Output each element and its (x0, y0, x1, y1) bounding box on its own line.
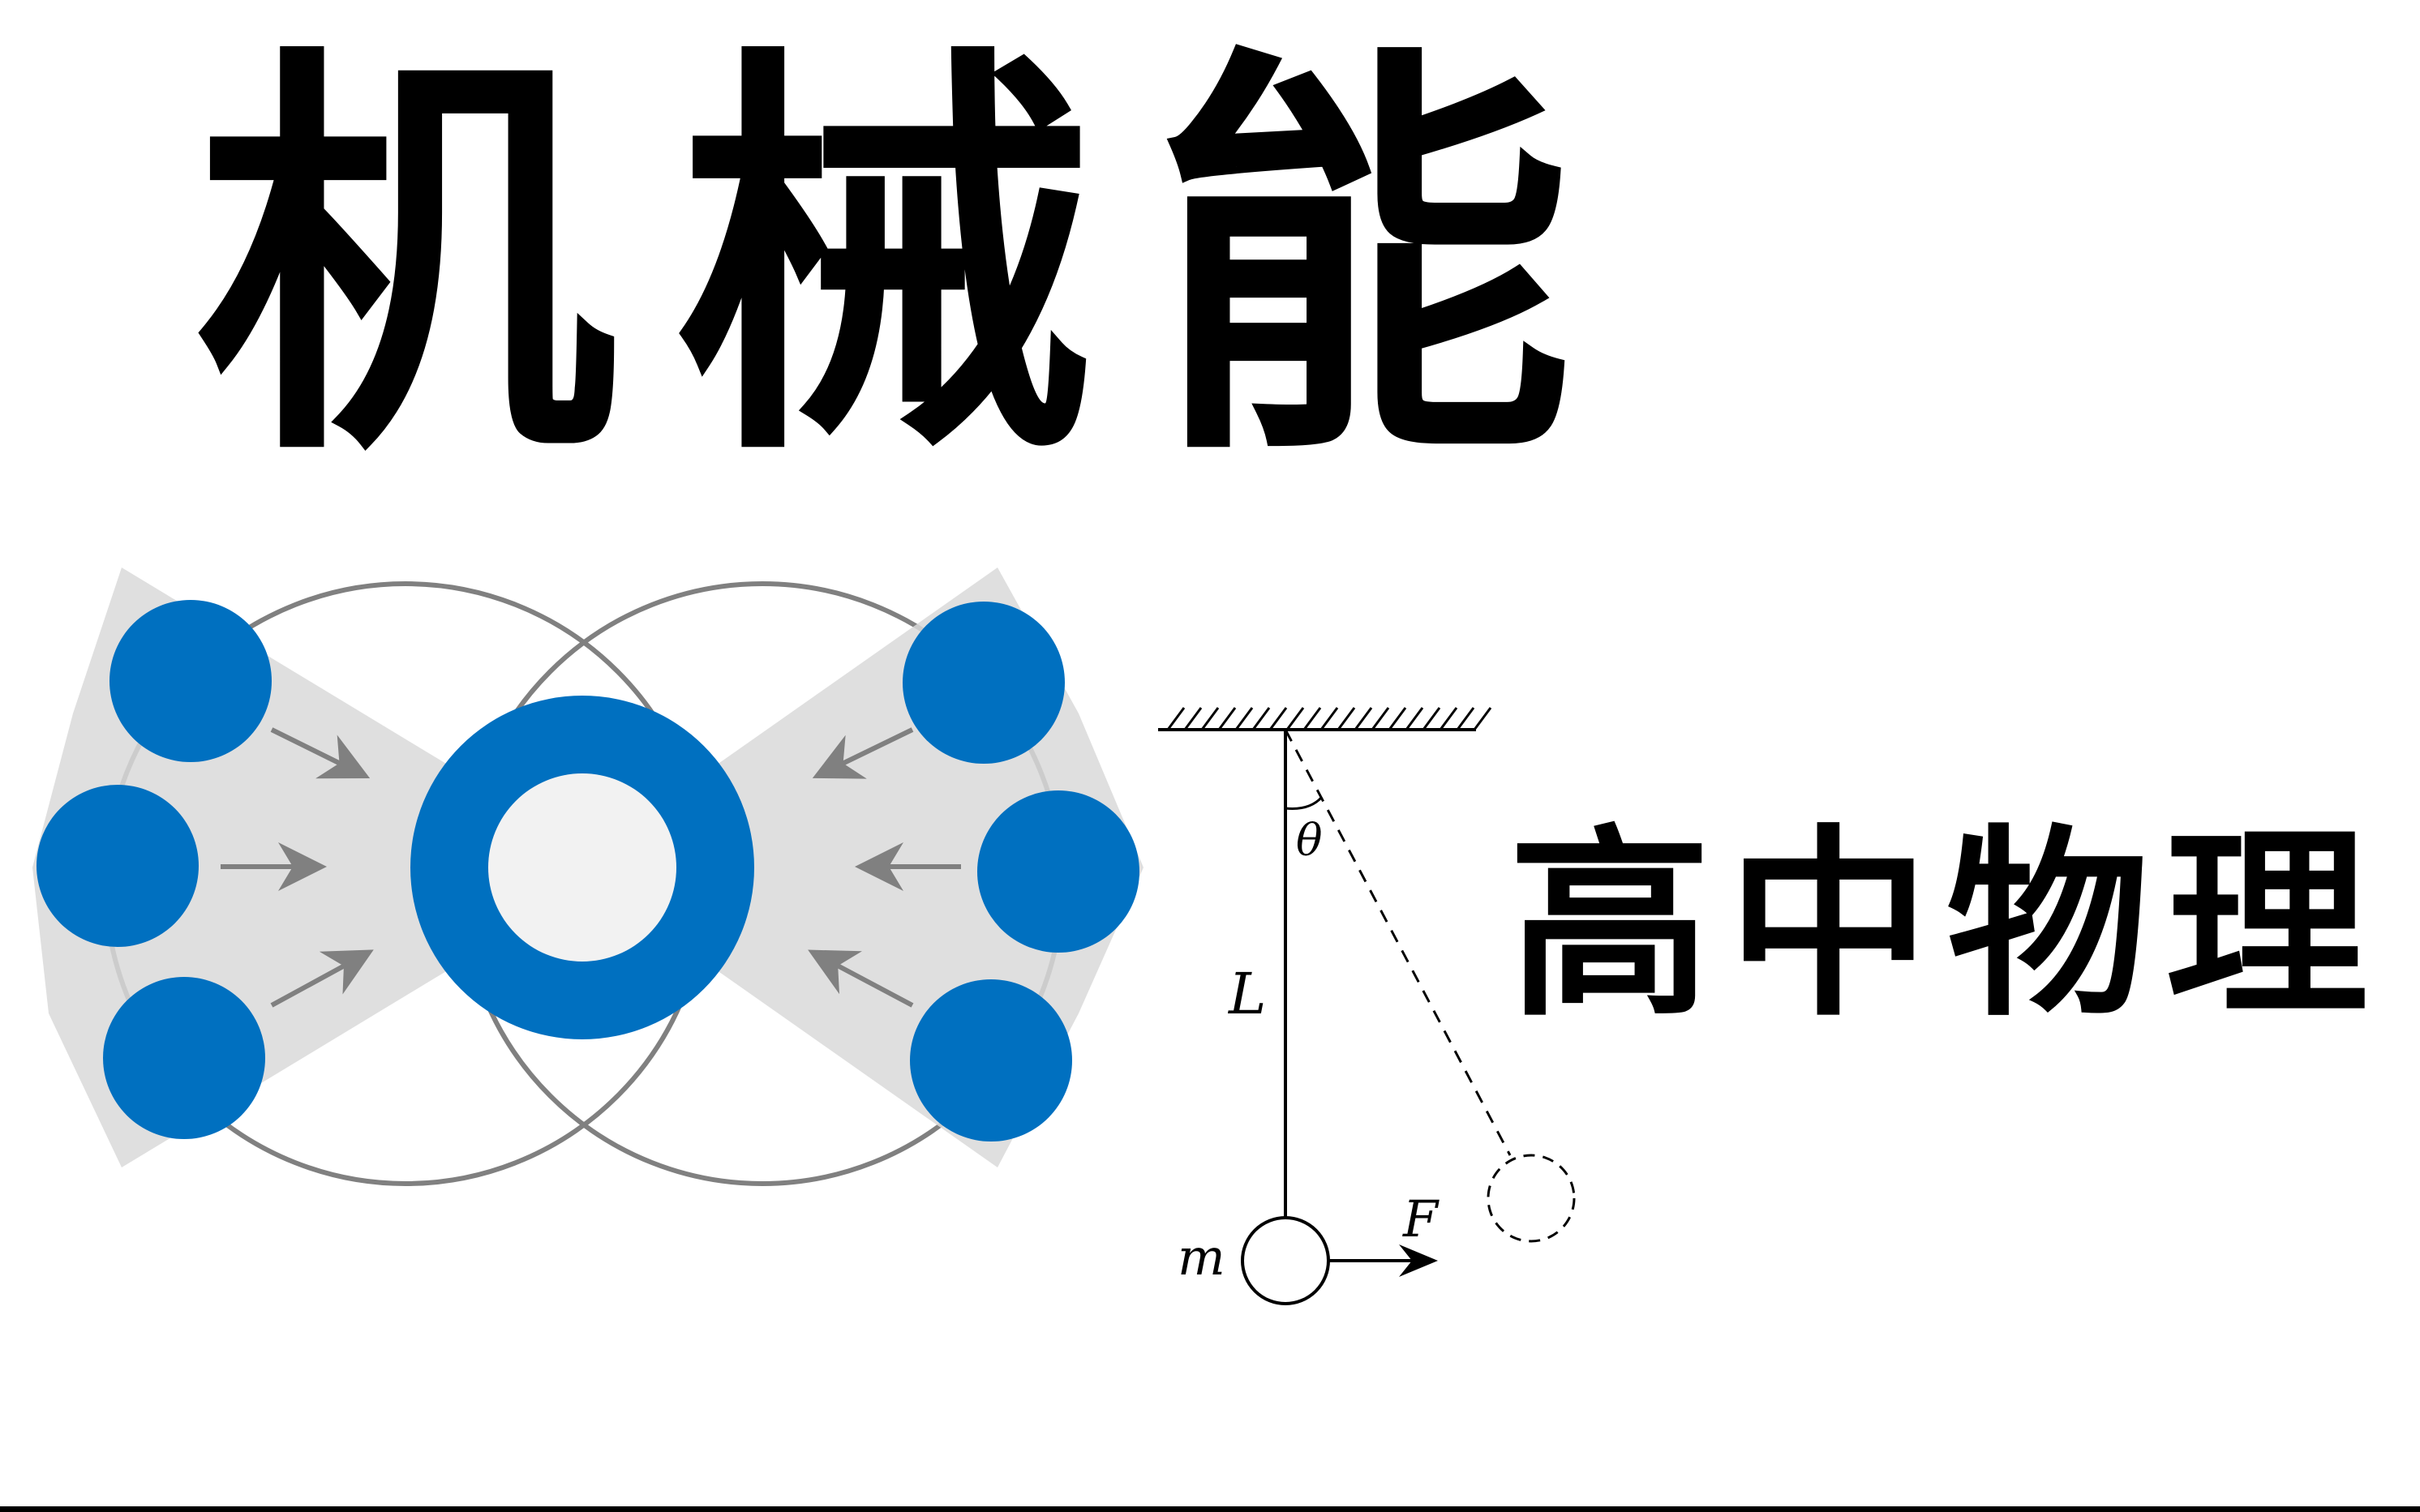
arrow-right-upper (812, 727, 914, 779)
hatch-mark (1439, 707, 1458, 730)
hatch-mark (1183, 707, 1203, 730)
bottom-border (0, 1506, 2420, 1512)
ball-right-bottom (910, 979, 1072, 1141)
pendulum-bob (1241, 1216, 1330, 1305)
mass-label: m (1178, 1227, 1225, 1287)
hatch-mark (1200, 707, 1220, 730)
ball-left-bottom (103, 977, 265, 1139)
hatch-mark (1217, 707, 1237, 730)
central-core (488, 773, 676, 962)
length-label: L (1227, 961, 1266, 1027)
hatch-mark (1354, 707, 1373, 730)
displaced-string (1284, 729, 1512, 1156)
hatch-mark (1268, 707, 1288, 730)
angle-arc (1285, 795, 1324, 810)
arrow-left-lower (270, 949, 374, 1008)
displaced-bob (1487, 1154, 1576, 1243)
hatch-mark (1422, 707, 1441, 730)
hatch-mark (1473, 707, 1492, 730)
ball-right-top (903, 602, 1065, 764)
ball-left-middle (36, 785, 199, 947)
hatch-mark (1456, 707, 1475, 730)
hatch-mark (1302, 707, 1322, 730)
ball-right-middle (977, 790, 1139, 953)
hatch-mark (1319, 707, 1339, 730)
force-label: F (1402, 1189, 1440, 1249)
main-title: 机械能 (195, 11, 1630, 507)
arrow-left-upper (270, 727, 371, 779)
angle-label: θ (1296, 815, 1323, 866)
ceiling-hatching (1166, 707, 1492, 730)
ball-left-top (109, 600, 272, 762)
hatch-mark (1285, 707, 1305, 730)
arrow-right-lower (808, 949, 914, 1008)
hatch-mark (1388, 707, 1407, 730)
hatch-mark (1371, 707, 1390, 730)
subtitle: 高中物理 (1508, 805, 2384, 1043)
hatch-mark (1251, 707, 1271, 730)
hatch-mark (1337, 707, 1356, 730)
hatch-mark (1234, 707, 1254, 730)
pendulum-diagram: θ L m F (1158, 707, 1576, 1305)
orbit-diagram (32, 568, 1143, 1186)
hatch-mark (1405, 707, 1424, 730)
hatch-mark (1166, 707, 1186, 730)
